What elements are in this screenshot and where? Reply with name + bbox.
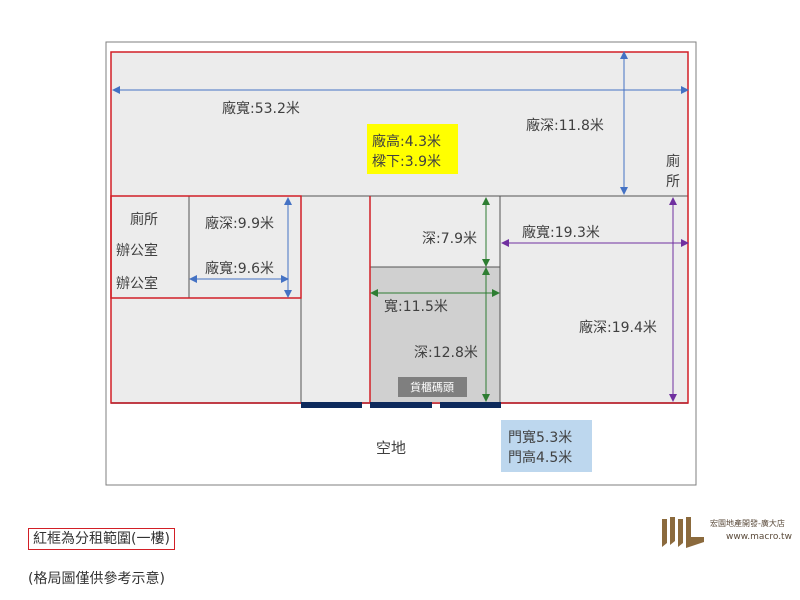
label-door-width: 門寬5.3米: [508, 429, 572, 446]
height-highlight: [367, 124, 458, 174]
rental-scope-legend: 紅框為分租範圍(一樓): [28, 528, 175, 550]
disclaimer-note: (格局圖僅供參考示意): [28, 571, 165, 587]
label-office-width: 廠寬:9.6米: [205, 260, 274, 277]
rental-outline-office: [110, 195, 302, 299]
label-open-space: 空地: [376, 439, 406, 457]
company-logo: 宏園地產開發-廣大店 www.macro.tw: [660, 515, 795, 555]
label-office-2: 辦公室: [116, 275, 158, 292]
label-width-115: 寬:11.5米: [384, 298, 448, 315]
label-depth-top: 廠深:11.8米: [526, 117, 604, 134]
label-loading-dock: 貨櫃碼頭: [410, 380, 454, 394]
door-marker-3: [440, 402, 501, 408]
label-width-193: 廠寬:19.3米: [522, 224, 600, 241]
company-url: www.macro.tw: [726, 532, 792, 542]
label-toilet-left: 廁所: [130, 211, 158, 228]
label-door-height: 門高4.5米: [508, 449, 572, 466]
label-beam-height: 樑下:3.9米: [372, 154, 441, 170]
door-marker-2: [370, 402, 432, 408]
logo-mark-icon: [662, 517, 704, 548]
label-toilet-right-2: 所: [666, 174, 680, 190]
label-toilet-right-1: 廁: [666, 153, 680, 170]
door-size-box: [501, 420, 592, 472]
label-factory-height: 廠高:4.3米: [372, 133, 441, 150]
label-depth-128: 深:12.8米: [414, 345, 478, 361]
door-marker-1: [301, 402, 362, 408]
label-depth-194: 廠深:19.4米: [579, 319, 657, 336]
label-factory-width: 廠寬:53.2米: [222, 100, 300, 117]
label-office-depth: 廠深:9.9米: [205, 215, 274, 232]
label-office-1: 辦公室: [116, 242, 158, 259]
company-name: 宏園地產開發-廣大店: [710, 519, 785, 528]
label-depth-79: 深:7.9米: [422, 231, 477, 247]
loading-dock-tag: [398, 377, 467, 397]
